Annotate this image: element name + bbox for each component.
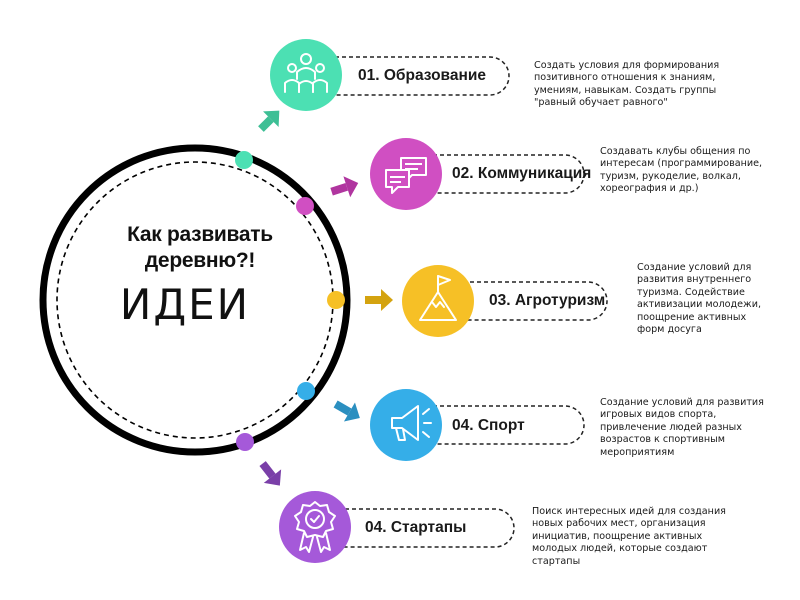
ring-dot-2 [296, 197, 314, 215]
title-line-1: Как развивать [127, 223, 273, 246]
ring-dot-1 [235, 151, 253, 169]
icon-circle-1 [270, 39, 342, 111]
icon-circle-4 [370, 389, 442, 461]
item-label-communication: 02. Коммуникация [452, 165, 592, 182]
item-desc-communication: Создавать клубы общения по интересам (пр… [600, 146, 763, 195]
chat-bubbles-icon [385, 157, 427, 194]
award-badge-icon [294, 501, 336, 553]
item-label-agrotourism: 03. Агротуризм [489, 292, 606, 309]
label-pill-2 [405, 154, 585, 194]
label-pill-4 [405, 405, 585, 445]
ideas-heading: ИДЕИ [119, 280, 251, 329]
outer-ring [39, 144, 351, 456]
item-desc-startups: Поиск интересных идей для создания новых… [532, 506, 726, 567]
ring-dot-4 [297, 382, 315, 400]
item-label-sport: 04. Спорт [452, 417, 525, 434]
item-label-education: 01. Образование [358, 67, 487, 84]
arrow-2 [330, 176, 359, 198]
arrow-1 [258, 110, 280, 132]
arrow-3 [365, 289, 393, 311]
label-pill-1 [300, 56, 510, 96]
label-pill-3 [435, 281, 608, 321]
group-people-icon [284, 53, 328, 93]
item-label-startups: 04. Стартапы [365, 519, 467, 536]
label-pill-5 [310, 508, 515, 548]
megaphone-icon [391, 405, 432, 441]
main-title: Как развивать деревню?! [110, 222, 290, 274]
item-desc-sport: Создание условий для развития игровых ви… [600, 397, 764, 458]
mountain-flag-icon [419, 275, 457, 321]
item-desc-education: Создать условия для формирования позитив… [534, 60, 720, 109]
arrow-5 [259, 461, 282, 486]
ring-dot-3 [327, 291, 345, 309]
item-desc-agrotourism: Создание условий для развития внутреннег… [637, 262, 761, 336]
ring-dot-5 [236, 433, 254, 451]
arrow-4 [333, 400, 360, 422]
title-line-2: деревню?! [144, 249, 256, 272]
